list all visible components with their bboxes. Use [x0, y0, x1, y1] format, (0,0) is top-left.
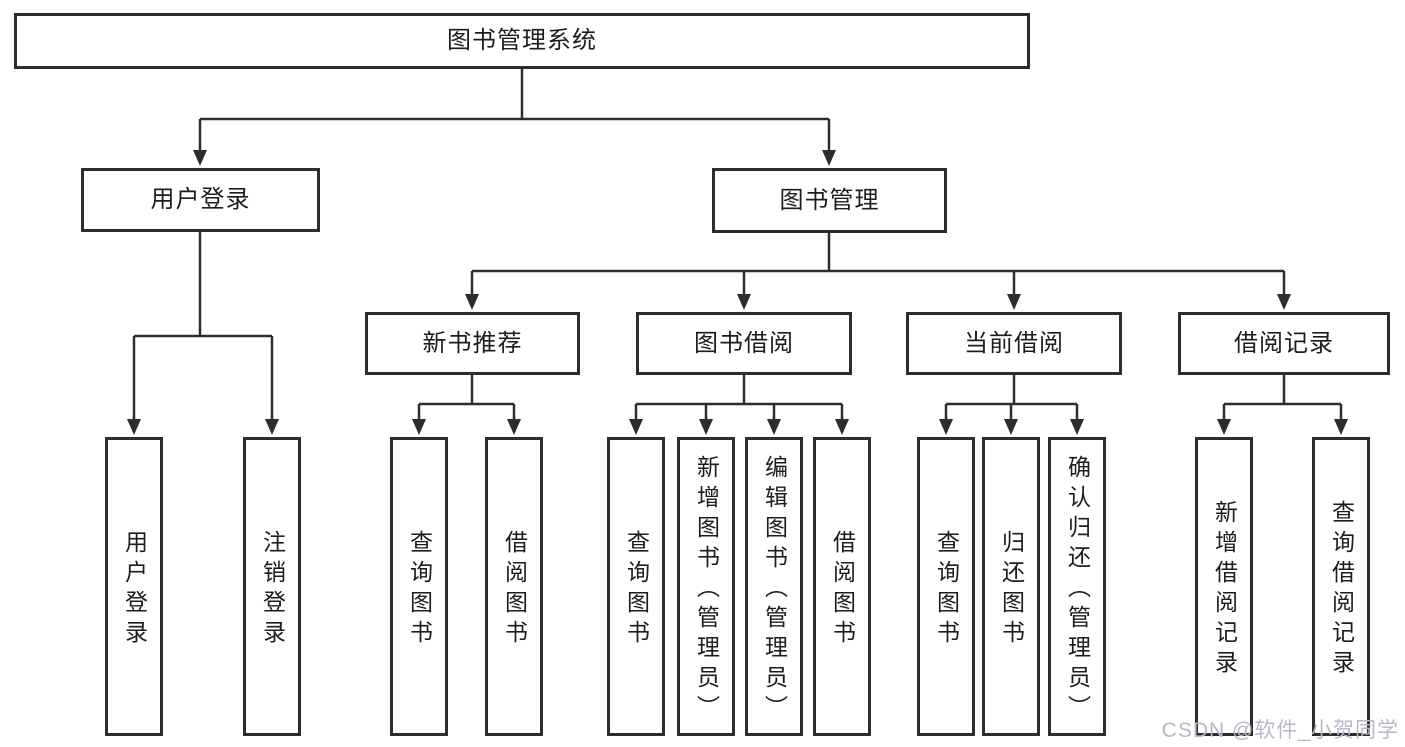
- leaf-edit-books-admin: 编辑图书（管理员）: [745, 437, 803, 736]
- leaf-query-borrow-record: 查询借阅记录: [1312, 437, 1370, 736]
- csdn-watermark: CSDN @软件_小贺同学: [1161, 719, 1399, 742]
- leaf-user-login: 用户登录: [105, 437, 163, 736]
- node-new-book-recommendation: 新书推荐: [365, 312, 580, 375]
- node-current-borrowing: 当前借阅: [906, 312, 1122, 375]
- connector-edges: [132, 69, 1343, 421]
- node-user-login: 用户登录: [81, 168, 320, 232]
- leaf-borrow-books: 借阅图书: [813, 437, 871, 736]
- node-book-management: 图书管理: [712, 168, 947, 233]
- arrowheads: [127, 150, 1348, 435]
- leaf-query-books-current: 查询图书: [917, 437, 975, 736]
- leaf-return-books: 归还图书: [982, 437, 1040, 736]
- node-borrowing-records: 借阅记录: [1178, 312, 1390, 375]
- leaf-add-books-admin: 新增图书（管理员）: [677, 437, 735, 736]
- node-book-borrowing: 图书借阅: [636, 312, 852, 375]
- leaf-add-borrow-record: 新增借阅记录: [1195, 437, 1253, 736]
- leaf-query-books-recommend: 查询图书: [390, 437, 448, 736]
- leaf-logout: 注销登录: [243, 437, 301, 736]
- leaf-query-books-borrow: 查询图书: [607, 437, 665, 736]
- node-book-management-system: 图书管理系统: [14, 13, 1030, 69]
- leaf-borrow-books-recommend: 借阅图书: [485, 437, 543, 736]
- leaf-confirm-return-admin: 确认归还（管理员）: [1048, 437, 1106, 736]
